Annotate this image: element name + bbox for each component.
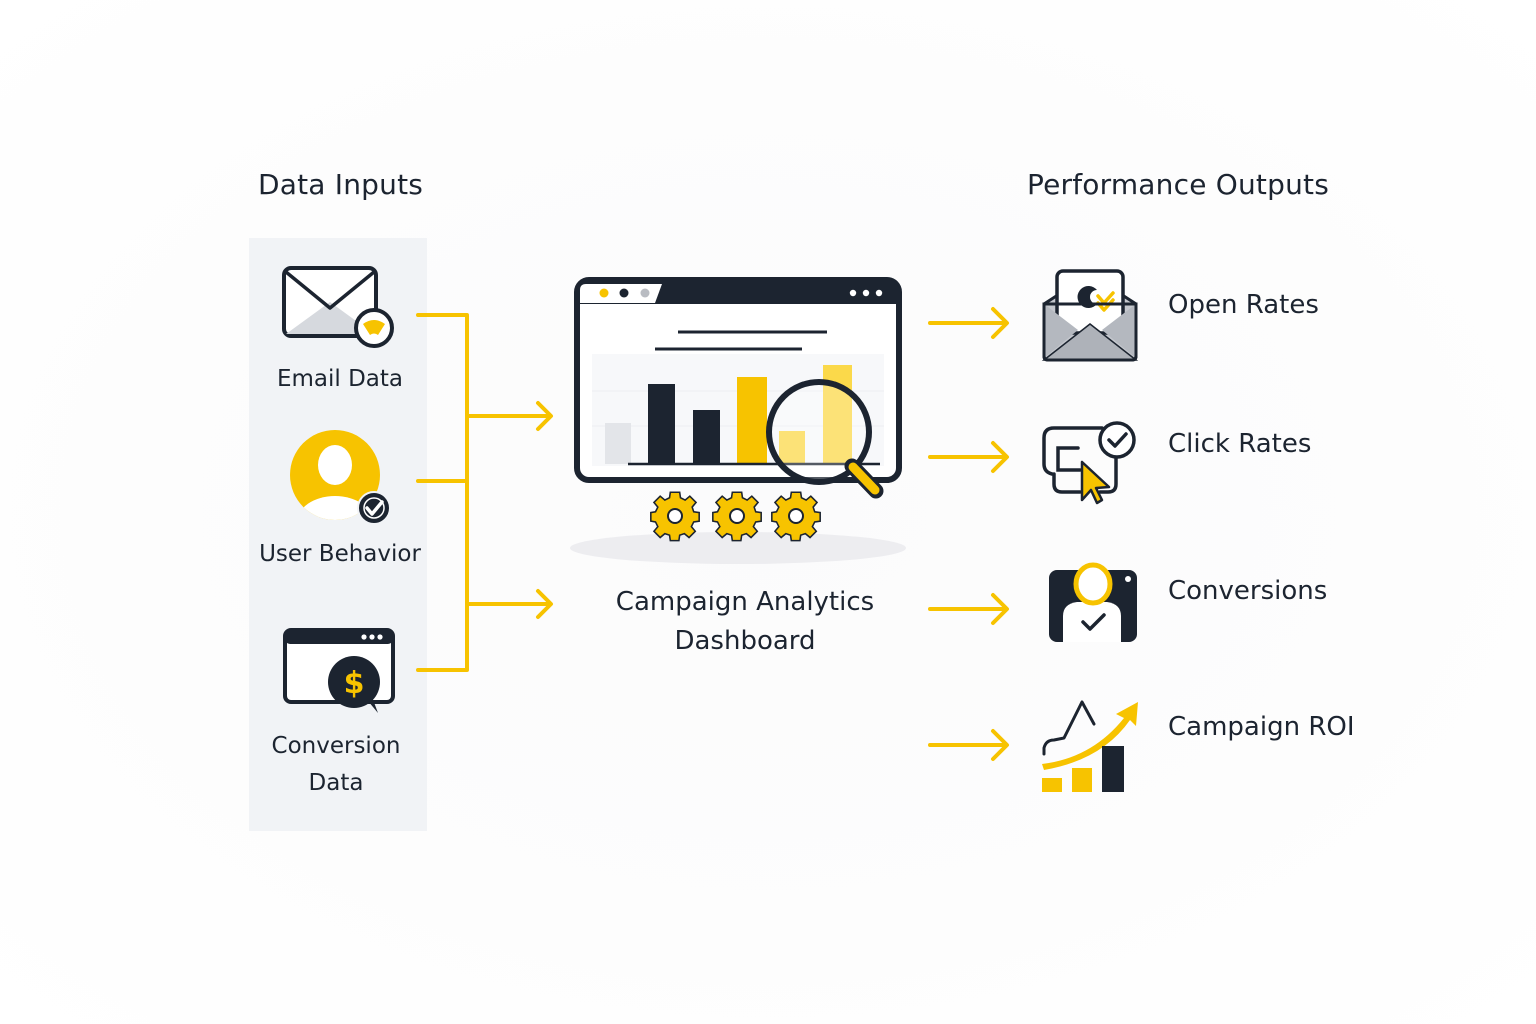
- bar-4: [737, 377, 767, 464]
- roi-bar-3: [1102, 746, 1124, 792]
- email-icon: [280, 264, 400, 350]
- dashboard-label-line2: Dashboard: [674, 626, 816, 656]
- input-arrow-lower: [465, 589, 553, 619]
- click-cursor-icon: [1040, 420, 1140, 506]
- campaign-roi-label: Campaign ROI: [1168, 712, 1355, 742]
- magnifier-handle: [848, 462, 880, 495]
- open-envelope-icon: [1040, 268, 1140, 364]
- arrow-conversions: [928, 593, 1009, 625]
- magnifier-lens: [766, 379, 872, 485]
- arrow-campaign-roi: [928, 729, 1009, 761]
- dashboard-label: Campaign Analytics Dashboard: [590, 583, 900, 661]
- conversion-data-icon: $: [282, 627, 398, 717]
- conversion-data-label-line2: Data: [308, 770, 364, 796]
- conversion-profile-icon: [1047, 560, 1139, 644]
- arrow-click-rates: [928, 441, 1009, 473]
- roi-bar-2: [1072, 768, 1092, 792]
- inputs-heading: Data Inputs: [258, 168, 424, 201]
- window-dot-dark: [619, 288, 629, 298]
- user-behavior-label: User Behavior: [259, 541, 421, 567]
- gear-3: [771, 491, 821, 542]
- gear-2: [712, 491, 762, 542]
- user-icon: [290, 430, 400, 530]
- bar-1: [605, 423, 631, 464]
- dashboard-shadow: [570, 532, 906, 564]
- window-dot-gray: [640, 288, 650, 298]
- dashboard-label-line1: Campaign Analytics: [615, 587, 875, 617]
- conversions-label: Conversions: [1168, 576, 1328, 606]
- conversion-data-label: Conversion Data: [249, 728, 423, 802]
- conversion-data-label-line1: Conversion: [271, 733, 401, 759]
- window-dot-yellow: [599, 288, 609, 298]
- bar-3: [693, 410, 720, 464]
- input-arrow-upper: [465, 401, 553, 431]
- arrow-open-rates: [928, 307, 1009, 339]
- open-rates-label: Open Rates: [1168, 290, 1319, 320]
- gears: [650, 491, 821, 542]
- roi-arrow: [1042, 702, 1138, 770]
- outputs-heading: Performance Outputs: [1027, 168, 1329, 201]
- roi-bar-1: [1042, 778, 1062, 792]
- click-rates-label: Click Rates: [1168, 429, 1312, 459]
- bar-2: [648, 384, 675, 464]
- svg-text:$: $: [344, 666, 365, 701]
- bar-5: [779, 431, 805, 464]
- gear-1: [650, 491, 700, 542]
- roi-growth-icon: [1038, 696, 1142, 796]
- dashboard-window-icon: [570, 276, 915, 566]
- email-data-label: Email Data: [276, 366, 404, 392]
